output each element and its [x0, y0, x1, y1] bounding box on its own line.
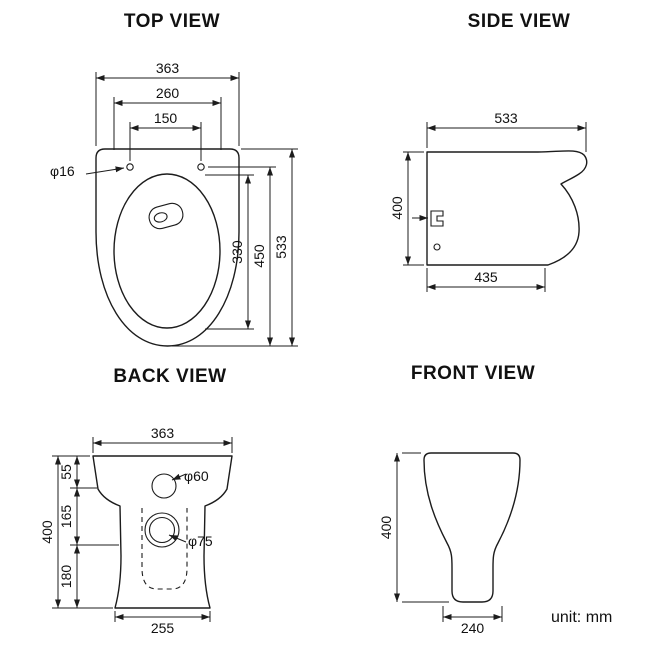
dim-text: 150 — [154, 110, 178, 126]
dim-text: 255 — [151, 620, 175, 636]
front-view-title: FRONT VIEW — [411, 363, 535, 384]
dim-text: φ60 — [184, 468, 209, 484]
dim-top-bowl-length-330: 330 — [205, 174, 254, 330]
dim-text: 400 — [389, 196, 405, 220]
dim-side-depth-533: 533 — [426, 110, 587, 152]
fixing-bracket-detail — [430, 210, 444, 227]
dim-text: 180 — [58, 565, 74, 589]
dim-text: 165 — [58, 505, 74, 529]
dim-text: 533 — [494, 110, 518, 126]
outlet-hole-outer — [144, 512, 180, 548]
dim-side-height-400: 400 — [389, 151, 424, 266]
leader-line — [85, 166, 125, 175]
dim-text: 330 — [229, 240, 245, 264]
unit-label: unit: mm — [551, 609, 612, 626]
dim-back-width-363: 363 — [92, 425, 233, 453]
dim-text: 260 — [156, 85, 180, 101]
dim-text: 240 — [461, 620, 485, 636]
front-view: FRONT VIEW 400 240 — [378, 363, 535, 636]
dim-top-seat-width-260: 260 — [113, 85, 222, 150]
side-view: SIDE VIEW 533 400 435 — [389, 11, 588, 292]
back-view: BACK VIEW φ60 φ75 363 — [39, 366, 233, 636]
dim-top-seat-depth-450: 450 — [208, 166, 276, 346]
toilet-front-outline — [423, 452, 521, 603]
toilet-side-outline — [426, 150, 588, 266]
dim-text: φ16 — [50, 163, 75, 179]
flush-button-dot — [153, 212, 168, 223]
label-inlet-dia: φ60 — [171, 468, 209, 484]
dim-side-base-435: 435 — [426, 268, 546, 292]
dim-back-base-255: 255 — [114, 611, 211, 636]
dim-back-height-400: 400 — [39, 456, 61, 608]
inlet-hole — [151, 473, 177, 499]
hinge-hole-left — [126, 163, 134, 171]
front-view-body — [423, 452, 521, 603]
toilet-back-outline — [92, 455, 233, 609]
leader-line — [171, 473, 187, 481]
back-view-title: BACK VIEW — [113, 366, 226, 387]
top-view: TOP VIEW 363 260 — [50, 11, 298, 347]
side-view-body — [412, 150, 588, 266]
dim-text: 450 — [251, 244, 267, 268]
dim-text: 363 — [156, 60, 180, 76]
flush-button — [148, 202, 184, 230]
back-view-body — [92, 455, 233, 609]
dim-front-base-240: 240 — [442, 606, 503, 636]
seat-opening — [113, 173, 221, 329]
dim-back-bottom-section-180: 180 — [58, 545, 80, 608]
hinge-hole-right — [197, 163, 205, 171]
dim-back-mid-section-165: 165 — [58, 488, 80, 545]
dim-top-depth-533: 533 — [172, 148, 298, 347]
dim-text: 435 — [474, 269, 498, 285]
dim-text: 55 — [58, 464, 74, 480]
dim-text: 533 — [273, 235, 289, 259]
dim-text: 400 — [378, 516, 394, 540]
top-view-title: TOP VIEW — [124, 11, 220, 32]
label-hinge-hole-dia: φ16 — [50, 163, 125, 179]
top-view-body — [95, 148, 240, 347]
outlet-hole-inner — [148, 516, 176, 544]
dim-text: φ75 — [188, 533, 213, 549]
dim-text: 400 — [39, 520, 55, 544]
fixing-hole — [433, 243, 441, 251]
dim-text: 363 — [151, 425, 175, 441]
label-outlet-dia: φ75 — [168, 533, 213, 549]
flush-button-outline — [148, 202, 184, 230]
dim-top-width-363: 363 — [95, 60, 240, 146]
dim-top-hinge-spacing-150: 150 — [129, 110, 202, 161]
dim-front-height-400: 400 — [378, 452, 449, 603]
side-view-title: SIDE VIEW — [468, 11, 571, 32]
leader-line — [168, 534, 187, 543]
dim-back-top-section-55: 55 — [58, 456, 80, 488]
toilet-top-outline — [95, 148, 240, 347]
